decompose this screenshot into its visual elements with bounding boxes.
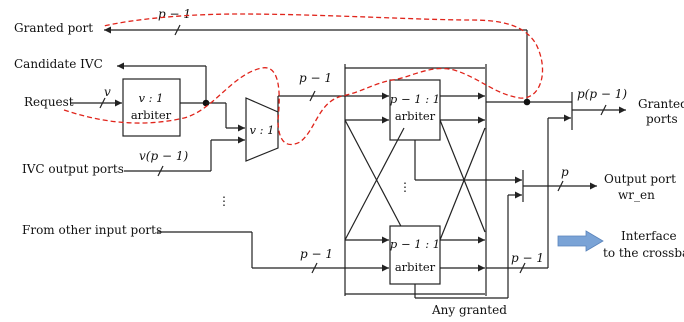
interface-label-2: to the crossbar <box>603 246 684 260</box>
critical-path-dashed <box>63 13 544 146</box>
arbiter-v-box <box>122 78 181 137</box>
top-bus-slash <box>174 24 181 36</box>
arbiter-top-caption: arbiter <box>395 109 436 123</box>
arbiter-v-output-wire <box>180 99 245 132</box>
arbiter-top-title: p − 1 : 1 <box>390 92 440 106</box>
mux-output-bus <box>277 90 345 125</box>
wr-en-label: wr_en <box>618 188 655 202</box>
junction-dot-granted <box>523 98 531 106</box>
output-port-label: Output port <box>604 172 676 186</box>
mux-out-bus-width: p − 1 <box>299 71 332 85</box>
request-label: Request <box>24 95 74 109</box>
any-granted-wire <box>414 191 522 299</box>
lower-input-wire <box>157 231 345 274</box>
interface-arrow-icon <box>557 230 604 252</box>
arbiter-top-box <box>389 79 441 141</box>
upper-arbiter-wires <box>345 67 485 124</box>
arbiter-bottom-box <box>389 225 441 285</box>
arbiter-bottom-title: p − 1 : 1 <box>390 237 440 251</box>
arbiter-v-caption: arbiter <box>131 108 172 122</box>
any-granted-label: Any granted <box>431 303 507 317</box>
request-wire <box>70 97 122 109</box>
left-ellipsis: ⋮ <box>218 194 230 208</box>
mux-v <box>245 97 279 162</box>
granted-bus-width: p(p − 1) <box>577 87 627 101</box>
middle-ellipsis: ⋮ <box>399 180 411 194</box>
granted-ports-label-2: ports <box>646 112 678 126</box>
granted-port-feedback-wire <box>104 24 528 102</box>
candidate-ivc-label: Candidate IVC <box>14 57 103 71</box>
crossing-wires <box>344 119 486 241</box>
candidate-ivc-wire <box>117 62 207 103</box>
lower-output-bus <box>486 114 571 274</box>
output-port-wires <box>414 140 597 202</box>
ivc-bus-width: v(p − 1) <box>139 149 188 163</box>
top-bus-width: p − 1 <box>158 7 191 21</box>
granted-port-label: Granted port <box>14 21 93 35</box>
granted-ports-label-1: Granted <box>638 97 684 111</box>
mux-label: v : 1 <box>250 123 275 137</box>
lower-in-bus-width: p − 1 <box>300 247 333 261</box>
ivc-output-wire <box>124 136 245 177</box>
interface-label-1: Interface <box>621 229 677 243</box>
lower-out-bus-width: p − 1 <box>511 251 544 265</box>
from-other-input-ports-label: From other input ports <box>22 223 162 237</box>
granted-ports-wires <box>486 92 626 130</box>
request-bus-width: v <box>104 85 111 99</box>
arbiter-v-title: v : 1 <box>139 91 164 105</box>
arbiter-bottom-caption: arbiter <box>395 260 436 274</box>
ivc-output-ports-label: IVC output ports <box>22 162 124 176</box>
output-bus-width: p <box>561 165 569 179</box>
